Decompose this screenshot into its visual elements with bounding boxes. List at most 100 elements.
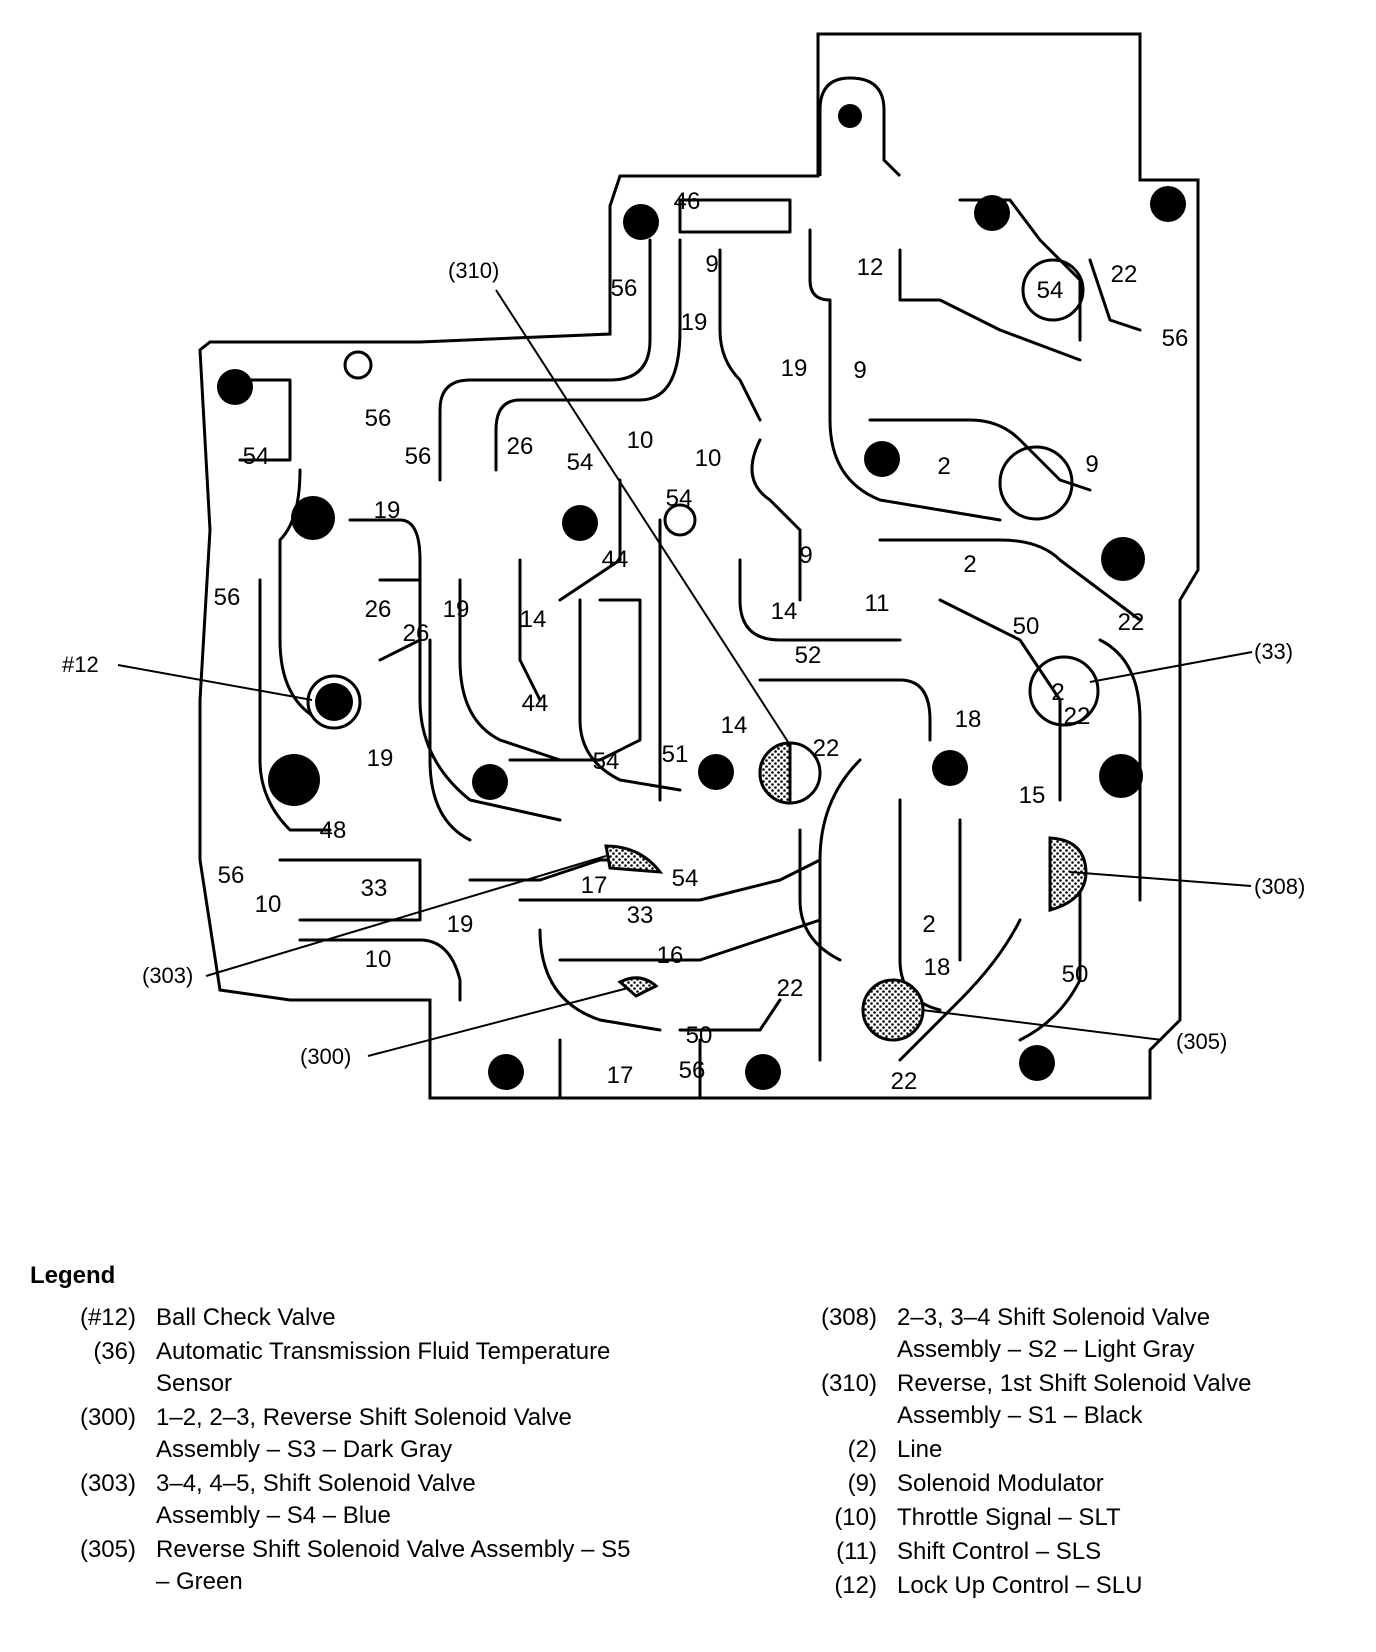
passage-label: 56 [611, 275, 638, 302]
legend-description-line: Line [897, 1436, 943, 1463]
legend-description: Ball Check Valve [156, 1302, 730, 1334]
legend-code: (308) [820, 1304, 877, 1331]
legend-description-line: Automatic Transmission Fluid Temperature [156, 1338, 611, 1365]
passage-label: 54 [593, 748, 620, 775]
legend-code: (310) [820, 1370, 877, 1397]
passage-label: 54 [672, 865, 699, 892]
passage-label: 22 [891, 1068, 918, 1095]
bolt-holes [217, 104, 1186, 1090]
legend-description-line: Reverse, 1st Shift Solenoid Valve [897, 1370, 1252, 1397]
legend-description-line: Shift Control – SLS [897, 1538, 1102, 1565]
passage-label: 22 [1118, 609, 1145, 636]
passage-label: 2 [963, 551, 976, 578]
callout-303: (303) [142, 963, 193, 988]
legend-item: (9) Solenoid Modulator [795, 1468, 1355, 1500]
passage-label: 9 [1085, 451, 1098, 478]
callout-300: (300) [300, 1044, 351, 1069]
legend-description-line: Reverse Shift Solenoid Valve Assembly – … [156, 1536, 631, 1563]
callout-308: (308) [1254, 874, 1305, 899]
passage-label: 56 [218, 862, 245, 889]
legend-description-line: 1–2, 2–3, Reverse Shift Solenoid Valve [156, 1404, 572, 1431]
legend-code: (10) [834, 1504, 877, 1531]
legend-code: (305) [79, 1536, 136, 1563]
passage-label: 16 [657, 942, 684, 969]
callout-305: (305) [1176, 1029, 1227, 1054]
legend-description: Lock Up Control – SLU [897, 1570, 1355, 1602]
passage-label: 22 [1064, 703, 1091, 730]
passage-label: 19 [367, 745, 394, 772]
passage-label: 11 [865, 590, 890, 617]
passage-label: 46 [674, 188, 701, 215]
passage-label: 54 [666, 485, 693, 512]
passage-label: 2 [922, 911, 935, 938]
solenoid-305-hatch [861, 978, 925, 1042]
passage-label: 56 [214, 584, 241, 611]
legend-code: (2) [847, 1436, 877, 1463]
passage-label: 19 [443, 596, 470, 623]
solenoid-310-hatch [758, 741, 792, 805]
legend-description: Reverse Shift Solenoid Valve Assembly – … [156, 1534, 730, 1598]
legend-description-line: 2–3, 3–4 Shift Solenoid Valve [897, 1304, 1211, 1331]
legend-code: (12) [834, 1572, 877, 1599]
legend-description-line: Assembly – S2 – Light Gray [897, 1336, 1195, 1363]
legend-item: (11) Shift Control – SLS [795, 1536, 1355, 1568]
legend-description-line: Assembly – S1 – Black [897, 1402, 1143, 1429]
passage-label: 56 [405, 443, 432, 470]
passage-label: 10 [255, 891, 282, 918]
passage-label: 17 [607, 1062, 634, 1089]
callout-12: #12 [62, 652, 99, 677]
passage-label: 50 [1062, 961, 1089, 988]
passage-label: 26 [365, 596, 392, 623]
passage-label: 51 [662, 741, 689, 768]
legend-description-line: Solenoid Modulator [897, 1470, 1104, 1497]
leader-lines [117, 289, 1253, 1057]
passage-label: 2 [937, 453, 950, 480]
passage-label: 22 [813, 735, 840, 762]
passage-label: 44 [522, 690, 549, 717]
passage-label: 22 [777, 975, 804, 1002]
passage-label: 19 [447, 911, 474, 938]
legend-code: (9) [847, 1470, 877, 1497]
passage-label: 10 [365, 946, 392, 973]
passage-label: 33 [361, 875, 388, 902]
legend-item: (2) Line [795, 1434, 1355, 1466]
passage-label: 50 [1013, 613, 1040, 640]
legend-code: (300) [79, 1404, 136, 1431]
solenoid-valves [604, 741, 1088, 1042]
passage-label: 54 [567, 449, 594, 476]
passage-label: 19 [681, 309, 708, 336]
passage-label: 22 [1111, 261, 1138, 288]
passage-label: 17 [581, 872, 608, 899]
legend-item: (12) Lock Up Control – SLU [795, 1570, 1355, 1602]
legend-description: Automatic Transmission Fluid Temperature… [156, 1336, 730, 1400]
passage-label: 10 [695, 445, 722, 472]
legend-description-line: – Green [156, 1568, 243, 1595]
passage-label: 52 [795, 642, 822, 669]
passage-label: 26 [403, 620, 430, 647]
passage-label: 18 [955, 706, 982, 733]
legend-item: (10)Throttle Signal – SLT [795, 1502, 1355, 1534]
legend-title: Legend [30, 1262, 116, 1289]
passage-label: 15 [1019, 782, 1046, 809]
legend-description-line: Sensor [156, 1370, 233, 1397]
passage-label: 33 [627, 902, 654, 929]
legend-description-line: 3–4, 4–5, Shift Solenoid Valve [156, 1470, 476, 1497]
fluid-passages [238, 198, 1142, 1100]
passage-label: 14 [721, 712, 748, 739]
passage-label: 44 [602, 546, 629, 573]
legend-code: (11) [836, 1538, 877, 1565]
legend-item: (36)Automatic Transmission Fluid Tempera… [30, 1336, 730, 1400]
passage-label: 50 [686, 1022, 713, 1049]
legend-item: (300) 1–2, 2–3, Reverse Shift Solenoid Va… [30, 1402, 730, 1466]
mounting-tab [818, 76, 902, 178]
valve-bores [343, 258, 1100, 727]
passage-label: 14 [520, 606, 547, 633]
solenoid-300-hatch [617, 976, 659, 998]
passage-label: 26 [507, 433, 534, 460]
passage-label: 56 [1162, 325, 1189, 352]
passage-label: 9 [799, 542, 812, 569]
